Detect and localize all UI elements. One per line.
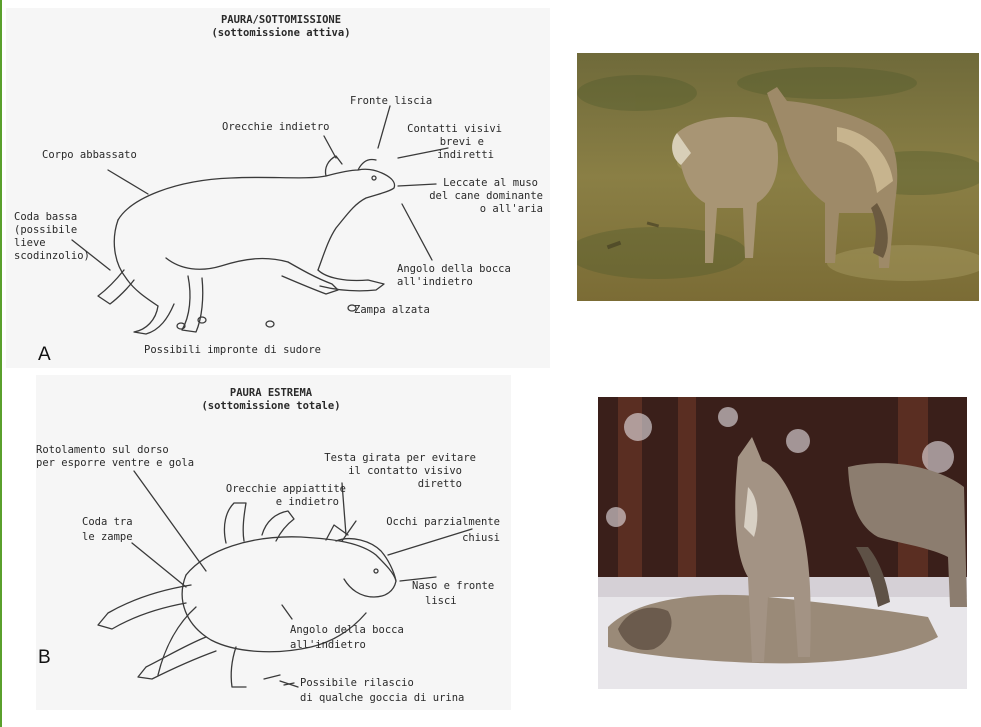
label-occhi-2: chiusi bbox=[336, 532, 500, 545]
label-contatti-2: brevi e bbox=[386, 136, 484, 149]
label-urina-1: Possibile rilascio bbox=[300, 677, 414, 690]
label-contatti-3: indiretti bbox=[386, 149, 494, 162]
label-angolo-2: all'indietro bbox=[397, 276, 473, 289]
label-rotolamento-2: per esporre ventre e gola bbox=[36, 457, 194, 470]
label-coda-tra-1: Coda tra bbox=[82, 516, 133, 529]
label-corpo-abbassato: Corpo abbassato bbox=[42, 149, 137, 162]
label-coda-1: Coda bassa bbox=[14, 211, 77, 224]
label-coda-tra-2: le zampe bbox=[82, 531, 133, 544]
page-left-border bbox=[0, 0, 2, 727]
panel-b-subtitle: (sottomissione totale) bbox=[146, 400, 396, 413]
label-coda-3: lieve bbox=[14, 237, 46, 250]
label-angolo-b-2: all'indietro bbox=[290, 639, 366, 652]
label-leccate-1: Leccate al muso bbox=[386, 177, 538, 190]
label-orecchie-1: Orecchie appiattite bbox=[186, 483, 346, 496]
label-rotolamento-1: Rotolamento sul dorso bbox=[36, 444, 169, 457]
diagram-panel-a: PAURA/SOTTOMISSIONE (sottomissione attiv… bbox=[6, 8, 550, 368]
panel-b-letter: B bbox=[38, 647, 51, 669]
label-testa-2: il contatto visivo bbox=[266, 465, 462, 478]
label-urina-2: di qualche goccia di urina bbox=[300, 692, 464, 705]
label-leccate-3: o all'aria bbox=[386, 203, 543, 216]
label-coda-4: scodinzolio) bbox=[14, 250, 90, 263]
label-coda-2: (possibile bbox=[14, 224, 77, 237]
panel-a-subtitle: (sottomissione attiva) bbox=[156, 27, 406, 40]
label-angolo-1: Angolo della bocca bbox=[397, 263, 511, 276]
label-orecchie-indietro: Orecchie indietro bbox=[222, 121, 329, 134]
label-angolo-b-1: Angolo della bocca bbox=[290, 624, 404, 637]
label-occhi-1: Occhi parzialmente bbox=[336, 516, 500, 529]
label-orecchie-2: e indietro bbox=[186, 496, 339, 509]
label-contatti-1: Contatti visivi bbox=[386, 123, 502, 136]
label-testa-1: Testa girata per evitare bbox=[266, 452, 476, 465]
label-zampa-alzata: Zampa alzata bbox=[354, 304, 430, 317]
label-naso-2: lisci bbox=[425, 595, 457, 608]
label-naso-1: Naso e fronte bbox=[412, 580, 494, 593]
panel-a-letter: A bbox=[38, 344, 51, 366]
label-fronte-liscia: Fronte liscia bbox=[350, 95, 432, 108]
photo-wolves-snow bbox=[598, 397, 967, 689]
diagram-panel-b: PAURA ESTREMA (sottomissione totale) Rot… bbox=[36, 375, 511, 710]
label-impronte-sudore: Possibili impronte di sudore bbox=[144, 344, 321, 357]
label-leccate-2: del cane dominante bbox=[386, 190, 543, 203]
panel-b-title: PAURA ESTREMA bbox=[146, 387, 396, 400]
panel-a-title: PAURA/SOTTOMISSIONE bbox=[156, 14, 406, 27]
photo-wolves-grass bbox=[577, 53, 979, 301]
